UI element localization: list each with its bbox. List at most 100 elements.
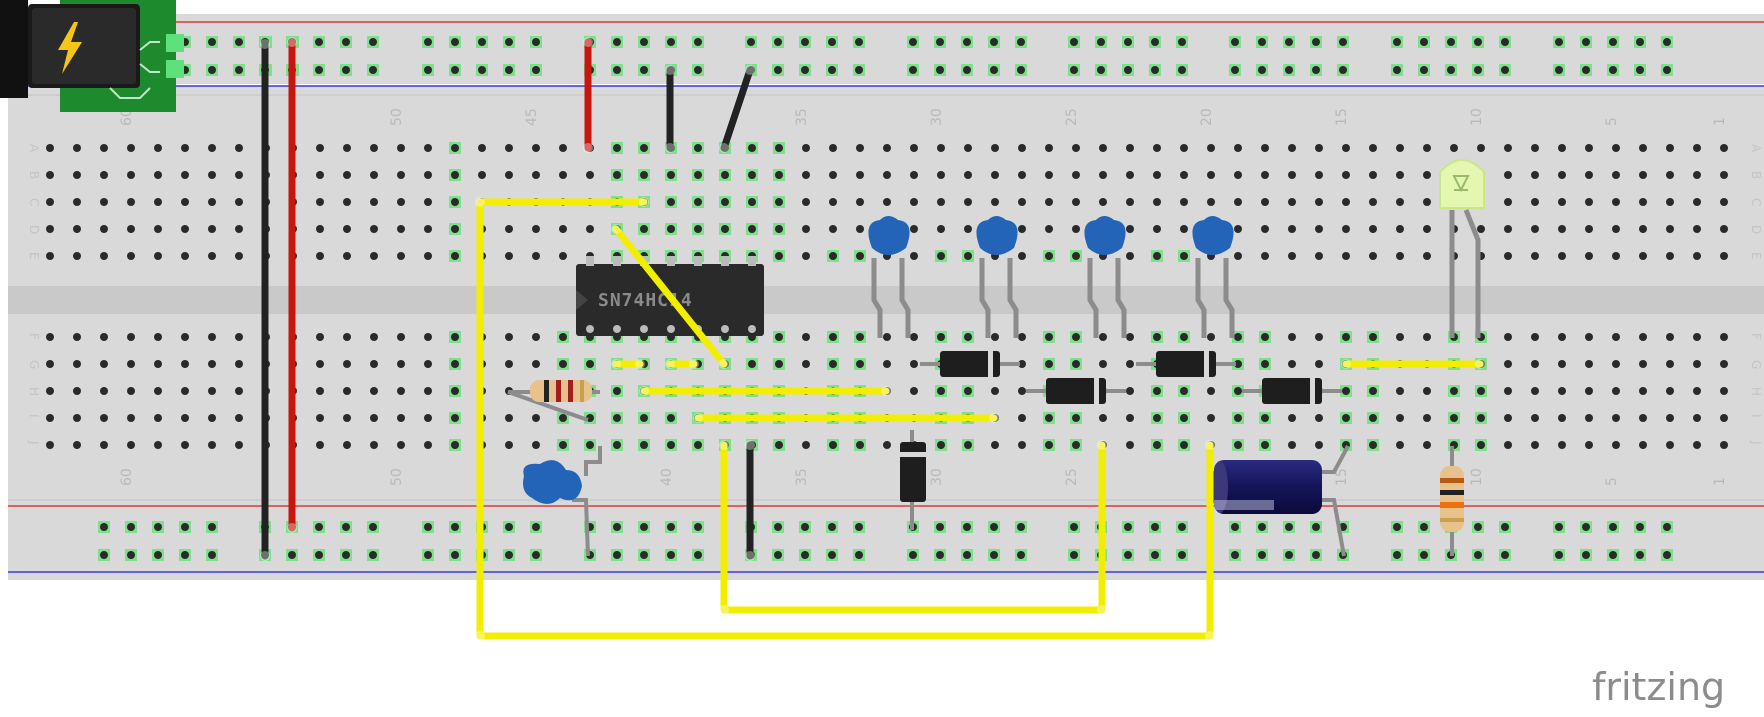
diode[interactable] — [1136, 351, 1236, 377]
breadboard-hole — [559, 144, 567, 152]
breadboard-hole — [1234, 171, 1242, 179]
breadboard-hole — [1126, 144, 1134, 152]
breadboard-hole — [451, 414, 459, 422]
rail-hole — [1285, 551, 1293, 559]
breadboard-hole — [1045, 171, 1053, 179]
breadboard-hole — [1423, 441, 1431, 449]
cap-stripe — [1214, 500, 1274, 510]
breadboard-hole — [1126, 252, 1134, 260]
breadboard-hole — [1585, 441, 1593, 449]
breadboard-hole — [775, 225, 783, 233]
wire-yellow[interactable] — [476, 198, 1214, 640]
electrolytic-capacitor[interactable] — [1212, 445, 1350, 557]
power-jack[interactable] — [0, 0, 184, 112]
breadboard-hole — [1234, 414, 1242, 422]
breadboard-hole — [910, 171, 918, 179]
breadboard-hole — [1693, 360, 1701, 368]
wire-yellow[interactable] — [720, 441, 1106, 614]
breadboard-hole — [73, 144, 81, 152]
col-num-bottom: 10 — [1469, 468, 1485, 486]
diode[interactable] — [920, 351, 1020, 377]
wire-black[interactable] — [720, 66, 754, 152]
rail-hole — [1420, 38, 1428, 46]
rail-hole — [1501, 551, 1509, 559]
rail-hole — [1474, 523, 1482, 531]
breadboard-hole — [1342, 198, 1350, 206]
breadboard-hole — [532, 225, 540, 233]
rail-hole — [774, 38, 782, 46]
wire-black-end — [745, 551, 755, 561]
rail-hole — [451, 523, 459, 531]
ic-pin — [721, 256, 729, 266]
breadboard-hole — [208, 144, 216, 152]
rail-hole — [1285, 66, 1293, 74]
breadboard-hole — [1396, 144, 1404, 152]
resistor-right[interactable] — [1440, 446, 1464, 556]
wire-yellow[interactable] — [612, 225, 728, 368]
breadboard-hole — [1612, 387, 1620, 395]
breadboard-hole — [1612, 414, 1620, 422]
diodes — [900, 351, 1342, 530]
breadboard-hole — [937, 171, 945, 179]
col-num-top: 15 — [1334, 108, 1350, 126]
breadboard-hole — [532, 171, 540, 179]
breadboard-hole — [1072, 225, 1080, 233]
cap-leg — [1087, 258, 1099, 338]
cap-leg — [871, 258, 883, 338]
cap-leg — [584, 446, 602, 476]
rail-hole — [424, 523, 432, 531]
col-num-bottom: 50 — [389, 468, 405, 486]
diode[interactable] — [1242, 378, 1342, 404]
breadboard-hole — [397, 414, 405, 422]
breadboard-hole — [1666, 252, 1674, 260]
diode[interactable] — [900, 430, 926, 530]
breadboard-hole — [1585, 333, 1593, 341]
rail-hole — [990, 66, 998, 74]
breadboard-hole — [1288, 252, 1296, 260]
ceramic-capacitor[interactable] — [1084, 216, 1127, 338]
diode-body — [1156, 351, 1216, 377]
breadboard-hole — [1180, 144, 1188, 152]
led-body — [1439, 159, 1485, 209]
breadboard-hole — [127, 252, 135, 260]
breadboard-hole — [316, 252, 324, 260]
rail-hole — [694, 523, 702, 531]
breadboard-hole — [937, 198, 945, 206]
rail-hole — [640, 38, 648, 46]
breadboard-hole — [1369, 252, 1377, 260]
ceramic-capacitor[interactable] — [1192, 216, 1235, 338]
breadboard-hole — [991, 441, 999, 449]
breadboard-hole — [424, 441, 432, 449]
breadboard-hole — [46, 171, 54, 179]
rail-hole — [1555, 66, 1563, 74]
breadboard-hole — [856, 225, 864, 233]
breadboard-hole — [1315, 225, 1323, 233]
breadboard-hole — [397, 198, 405, 206]
ceramic-capacitor[interactable] — [868, 216, 911, 338]
breadboard-hole — [1045, 252, 1053, 260]
col-num-top: 35 — [794, 108, 810, 126]
rail-hole — [1258, 551, 1266, 559]
row-letter: J — [27, 440, 41, 445]
breadboard-hole — [748, 225, 756, 233]
row-letter: B — [1749, 171, 1763, 179]
rail-hole — [1393, 523, 1401, 531]
diode[interactable] — [1026, 378, 1126, 404]
breadboard-hole — [154, 360, 162, 368]
ceramic-capacitor[interactable] — [976, 216, 1019, 338]
breadboard-hole — [1072, 333, 1080, 341]
resistor-left[interactable] — [507, 380, 600, 422]
rail-hole — [1231, 66, 1239, 74]
breadboard-hole — [1153, 441, 1161, 449]
ceramic-capacitor-bottom[interactable] — [523, 446, 602, 557]
rail-hole — [801, 551, 809, 559]
ic-pin — [640, 325, 648, 333]
led[interactable] — [1439, 159, 1485, 338]
breadboard-hole — [1288, 360, 1296, 368]
breadboard-hole — [181, 387, 189, 395]
breadboard-hole — [1612, 252, 1620, 260]
breadboard-hole — [451, 198, 459, 206]
rail-hole — [532, 66, 540, 74]
breadboard-hole — [613, 171, 621, 179]
top-column-numbers: 60 50 45 35 30 25 20 15 10 5 1 — [119, 108, 1728, 126]
